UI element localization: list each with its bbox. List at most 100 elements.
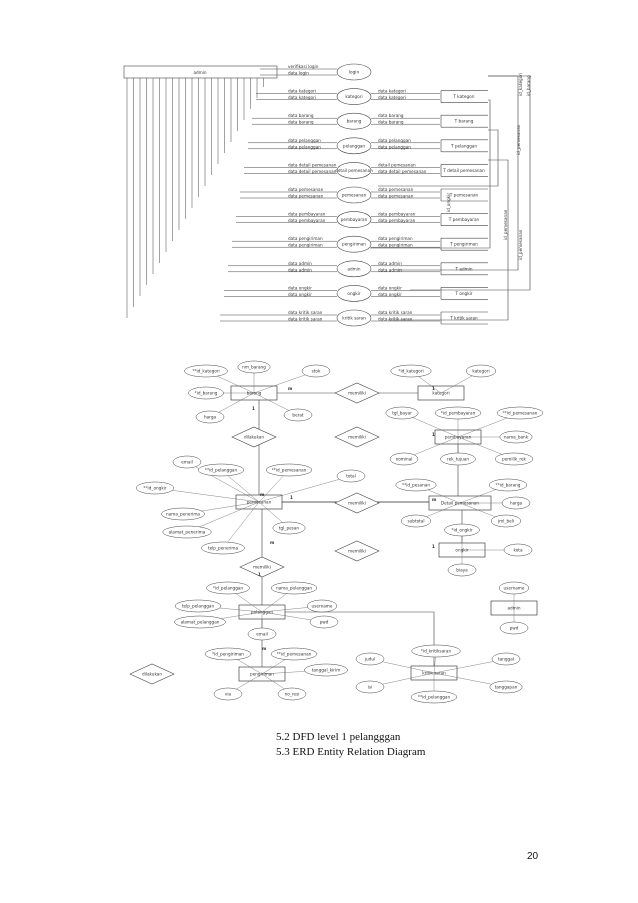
erd-relation-label: memiliki bbox=[253, 565, 271, 570]
erd-attribute bbox=[447, 563, 477, 577]
erd-attribute bbox=[490, 514, 522, 528]
erd-attribute bbox=[496, 406, 544, 420]
erd-attribute-label: isi bbox=[368, 685, 373, 690]
erd-attribute-label: **id_pelanggan bbox=[205, 468, 238, 473]
erd-attribute-label: email bbox=[256, 632, 268, 637]
dfd-id-label: id_pemesanan bbox=[518, 229, 523, 260]
dfd-loop-line bbox=[388, 159, 509, 321]
erd-attribute-label: **id_pemesanan bbox=[272, 468, 307, 473]
erd-attribute-label: **id_ongkir bbox=[143, 486, 167, 491]
erd-attribute bbox=[440, 452, 476, 466]
erd-attribute bbox=[277, 687, 307, 701]
erd-attribute-label: no_resi bbox=[285, 692, 300, 697]
erd-attribute bbox=[237, 360, 271, 374]
erd-attribute bbox=[389, 452, 419, 466]
dfd-flow-label: verifikasi login bbox=[288, 64, 319, 69]
erd-attribute-label: *id_pengiriman bbox=[212, 652, 244, 657]
erd-attribute-label: tgl_bayar bbox=[392, 411, 412, 416]
erd-attribute bbox=[172, 455, 202, 469]
erd-attribute bbox=[304, 663, 348, 677]
erd-attribute bbox=[309, 615, 339, 629]
erd-attribute bbox=[336, 469, 366, 483]
erd-attribute-label: kategori bbox=[472, 369, 489, 374]
erd-attribute-label: tgl_pesan bbox=[279, 526, 300, 531]
erd-attribute bbox=[395, 478, 437, 492]
dfd-flow-label: data kategori bbox=[288, 89, 316, 94]
dfd-flow-label: data pengiriman bbox=[378, 236, 413, 241]
erd-cardinality: 1 bbox=[432, 386, 435, 391]
erd-relation-line bbox=[262, 611, 435, 673]
dfd-flow-label: data pengiriman bbox=[378, 243, 413, 248]
erd-attribute bbox=[188, 386, 224, 400]
dfd-loop-line bbox=[370, 99, 491, 249]
dfd-process-label: login bbox=[349, 70, 360, 75]
erd-attribute-label: nama_pelanggan bbox=[276, 586, 312, 591]
erd-attribute bbox=[265, 463, 313, 477]
dfd-process-label: admin bbox=[347, 266, 360, 271]
erd-attribute-label: **id_barang bbox=[496, 483, 521, 488]
erd-attribute-label: *id_pelanggan bbox=[213, 586, 244, 591]
dfd-flow-label: data pelanggan bbox=[288, 144, 321, 149]
dfd-id-label: id_ongkir bbox=[446, 193, 451, 212]
erd-attribute-label: stok bbox=[312, 369, 321, 374]
dfd-flow-label: data barang bbox=[378, 120, 404, 125]
dfd-flow-label: data detail pemesanan bbox=[378, 169, 427, 174]
erd-attribute-label: total bbox=[346, 474, 356, 479]
erd-relation-label: dilakukan bbox=[142, 672, 162, 677]
erd-relation-label: dilakukan bbox=[244, 435, 264, 440]
erd-cardinality: m bbox=[270, 540, 275, 545]
dfd-flow-label: data pemesanan bbox=[378, 187, 414, 192]
erd-attribute-label: nominal bbox=[396, 457, 413, 462]
dfd-flow-label: data pelanggan bbox=[288, 138, 321, 143]
erd-attribute bbox=[161, 507, 205, 521]
dfd-store-label: T pengiriman bbox=[449, 242, 478, 247]
dfd-store-label: T pembayaran bbox=[448, 217, 480, 222]
erd-cardinality: m bbox=[262, 646, 267, 651]
erd-attribute-label: username bbox=[312, 604, 333, 609]
erd-relation-label: memiliki bbox=[348, 501, 366, 506]
erd-attribute bbox=[184, 364, 228, 378]
erd-attribute bbox=[283, 408, 313, 422]
dfd-flow-label: data barang bbox=[288, 120, 314, 125]
erd-relation-label: memiliki bbox=[348, 391, 366, 396]
erd-attribute bbox=[204, 647, 252, 661]
erd-attribute bbox=[499, 621, 529, 635]
dfd-process-10 bbox=[336, 309, 372, 327]
dfd-id-label: id_kategori bbox=[518, 73, 523, 96]
erd-attribute bbox=[135, 481, 175, 495]
erd-attribute-label: harga bbox=[204, 415, 217, 420]
erd-cardinality: 1 bbox=[258, 572, 261, 577]
erd-attribute-label: nama_penerima bbox=[166, 512, 200, 517]
erd-attribute-label: **id_kategori bbox=[192, 369, 219, 374]
erd-attribute bbox=[301, 364, 331, 378]
erd-attribute-label: rek_tujuan bbox=[447, 457, 469, 462]
erd-attribute bbox=[501, 496, 531, 510]
erd-attribute bbox=[494, 452, 534, 466]
erd-attribute bbox=[491, 652, 521, 666]
erd-attribute bbox=[174, 615, 226, 629]
erd-attribute bbox=[174, 599, 222, 613]
dfd-flow-label: data pembayaran bbox=[378, 212, 416, 217]
dfd-flow-label: data admin bbox=[288, 267, 312, 272]
dfd-flow-label: data ongkir bbox=[288, 285, 312, 290]
dfd-flow-label: data pengiriman bbox=[288, 236, 323, 241]
dfd-process-label: pembayaran bbox=[341, 217, 368, 222]
erd-attribute-label: tanggal bbox=[498, 657, 514, 662]
erd-attr-line bbox=[258, 475, 352, 503]
dfd-flow-label: data kategori bbox=[378, 95, 406, 100]
dfd-flow-label: data kritik saran bbox=[288, 310, 323, 315]
erd-attribute bbox=[206, 581, 250, 595]
erd-attribute bbox=[411, 644, 461, 658]
erd-attribute bbox=[195, 410, 225, 424]
erd-attribute-label: **id_pesanan bbox=[402, 483, 430, 488]
dfd-process-label: pemesanan bbox=[342, 193, 367, 198]
erd-attribute-label: telp_penerima bbox=[208, 546, 239, 551]
dfd-process-5 bbox=[336, 186, 372, 204]
erd-attribute-label: alamat_pelanggan bbox=[181, 620, 220, 625]
dfd-process-2 bbox=[336, 112, 372, 130]
erd-attribute bbox=[434, 406, 482, 420]
erd-attribute-label: alamat_penerima bbox=[169, 530, 206, 535]
dfd-process-0 bbox=[336, 63, 372, 81]
dfd-flow-label: data barang bbox=[378, 113, 404, 118]
erd-relation-diamond bbox=[334, 492, 380, 514]
